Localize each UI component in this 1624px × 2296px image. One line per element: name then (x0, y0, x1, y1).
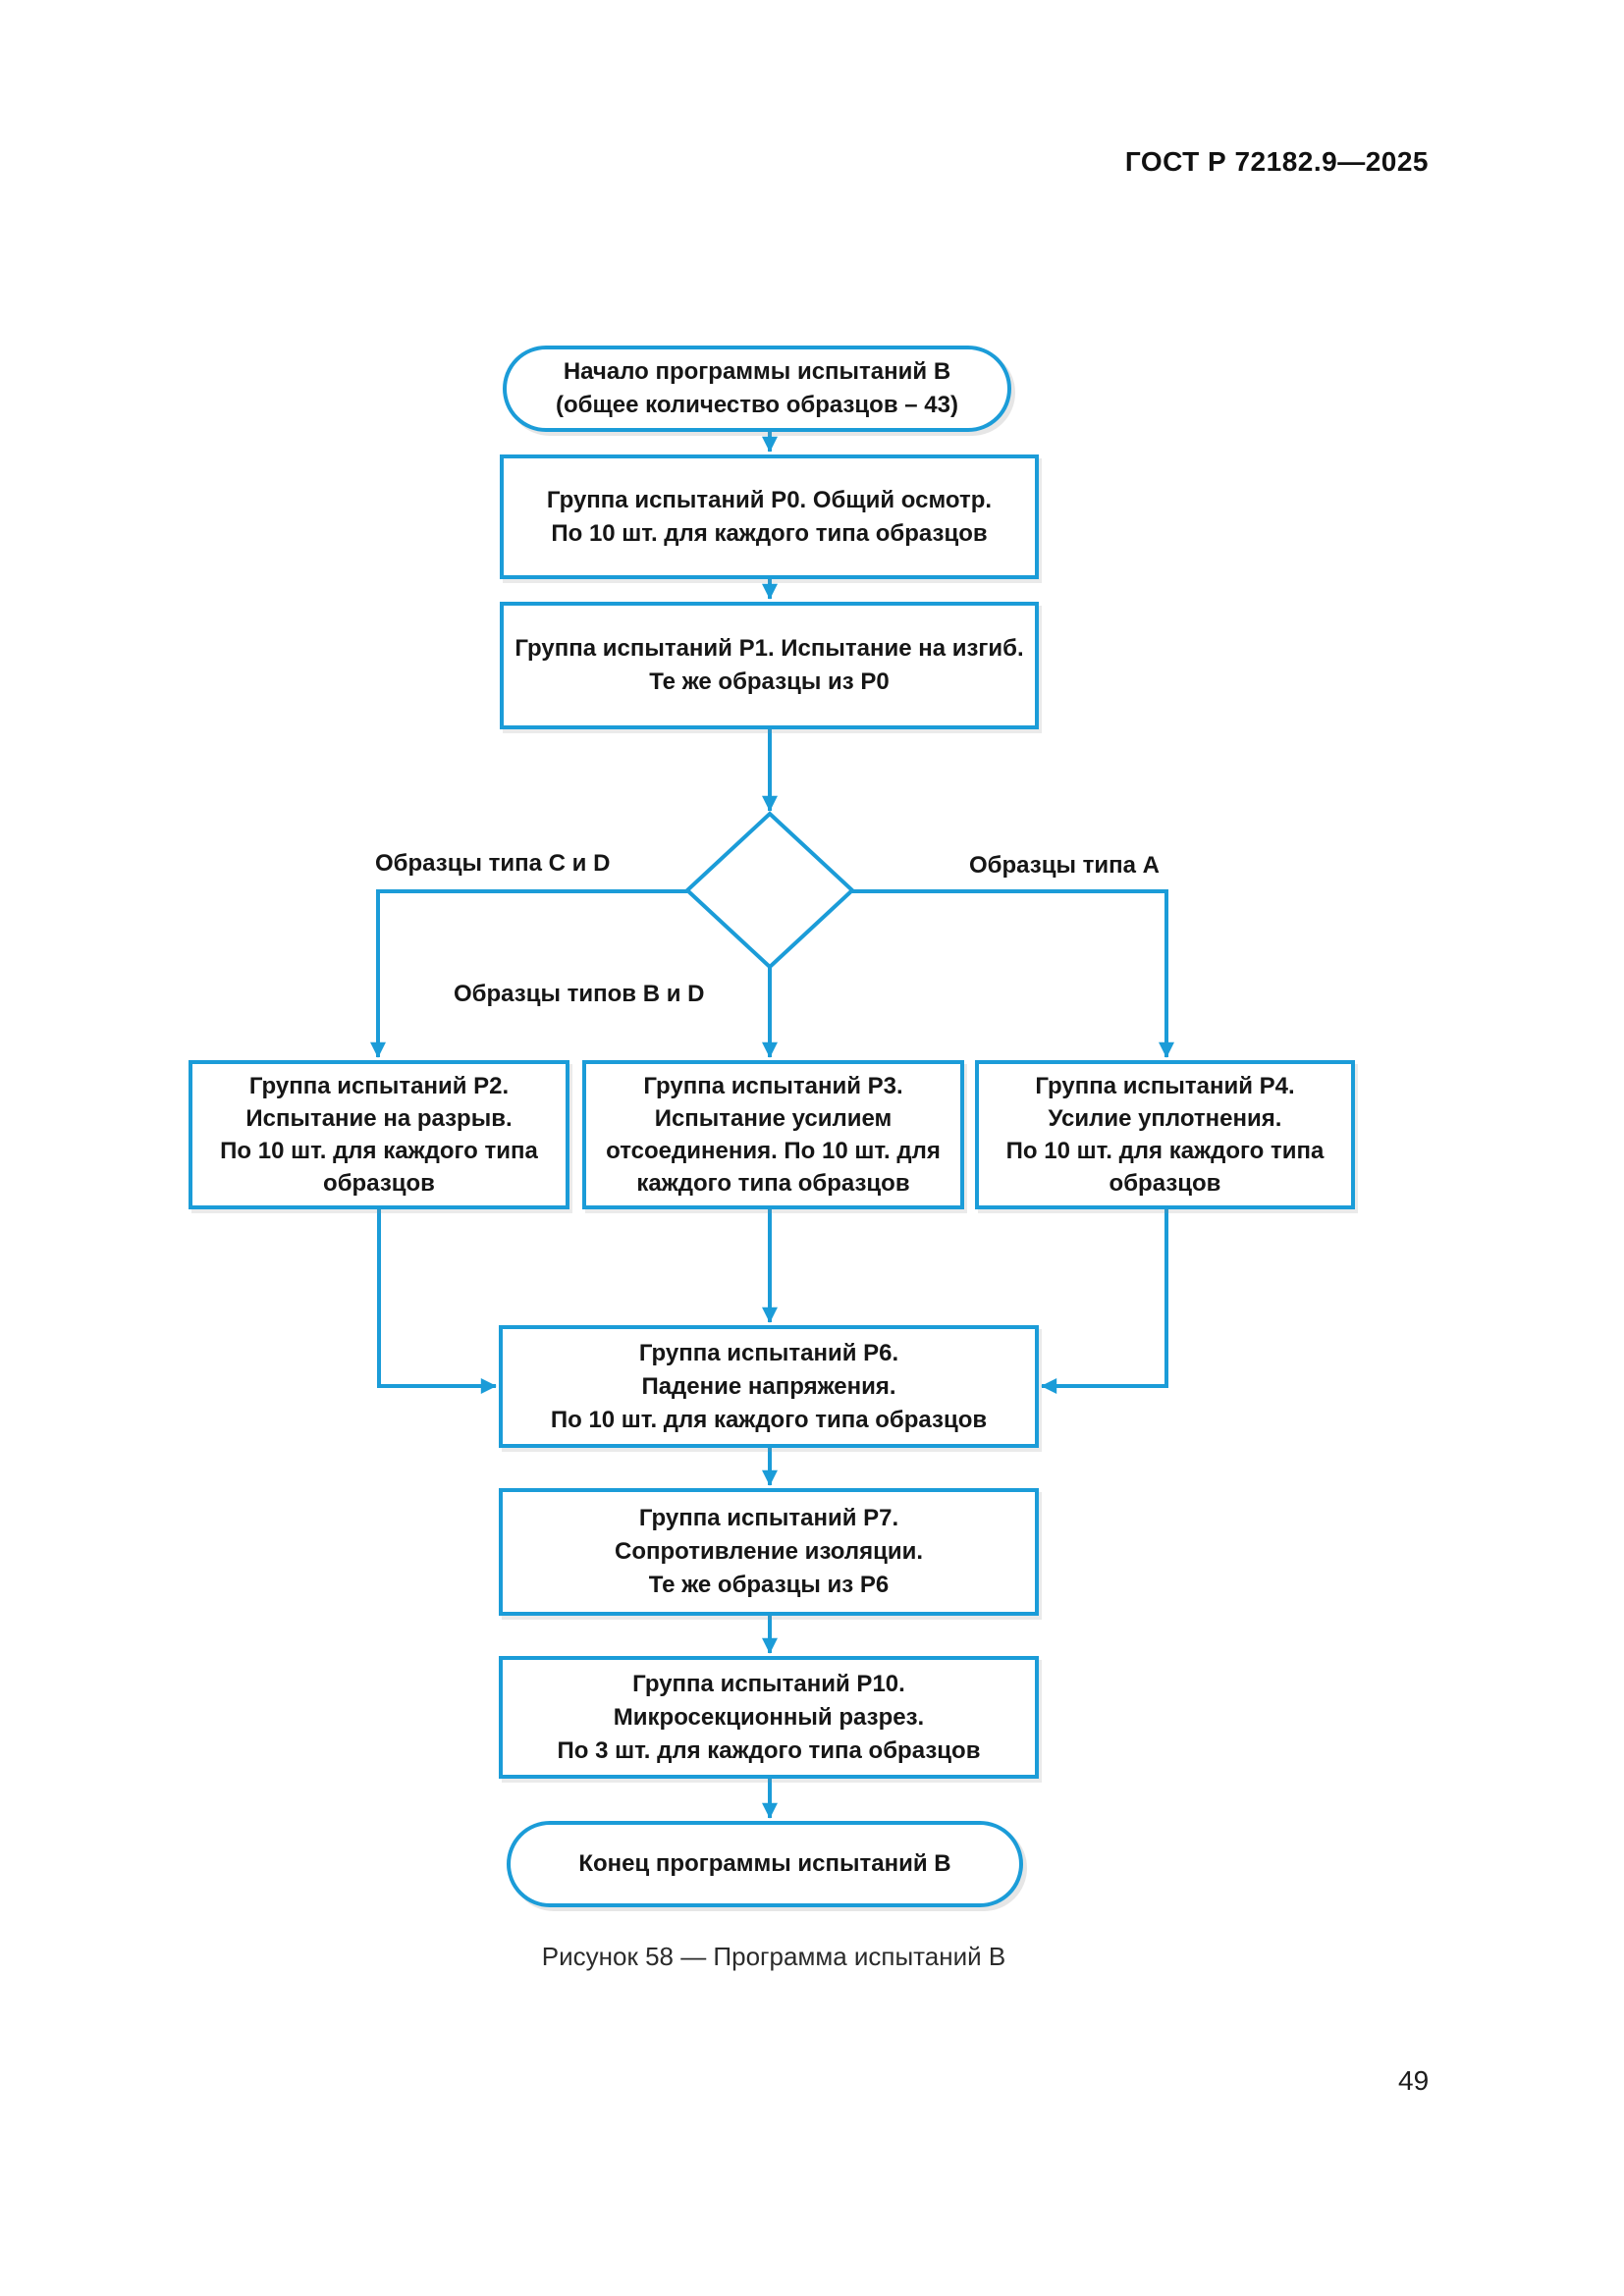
node-text-line: Испытание на разрыв. (245, 1105, 513, 1132)
node-text-line: По 10 шт. для каждого типа (1005, 1138, 1325, 1164)
edge-decision-p2 (370, 889, 687, 1058)
process-p6: Группа испытаний Р6. Падение напряжения.… (499, 1325, 1039, 1448)
figure-caption: Рисунок 58 — Программа испытаний В (541, 1942, 1006, 1971)
node-text-line: Микросекционный разрез. (613, 1703, 925, 1731)
edge-decision-p4 (852, 889, 1174, 1058)
node-text-line: отсоединения. По 10 шт. для (606, 1138, 941, 1164)
process-p3: Группа испытаний Р3. Испытание усилием о… (582, 1060, 964, 1209)
node-text-line: По 3 шт. для каждого типа образцов (557, 1736, 981, 1764)
node-text-line: Группа испытаний Р6. (638, 1339, 899, 1366)
decision-diamond (684, 811, 855, 970)
node-text-line: Группа испытаний Р4. (1035, 1073, 1295, 1099)
node-text-line: Падение напряжения. (641, 1372, 896, 1400)
branch-label-right: Образцы типа А (969, 852, 1160, 879)
node-text-line: (общее количество образцов – 43) (556, 392, 958, 418)
node-text-line: Те же образцы из Р0 (649, 668, 890, 695)
node-text-line: Усилие уплотнения. (1048, 1105, 1282, 1132)
process-p4: Группа испытаний Р4. Усилие уплотнения. … (975, 1060, 1355, 1209)
node-text-line: По 10 шт. для каждого типа образцов (551, 519, 988, 547)
branch-label-bottom: Образцы типов В и D (454, 981, 705, 1007)
document-header: ГОСТ Р 72182.9—2025 (1124, 146, 1429, 177)
node-text-line: По 10 шт. для каждого типа (220, 1138, 538, 1164)
node-text-line: каждого типа образцов (636, 1170, 910, 1197)
node-text-line: Сопротивление изоляции. (614, 1538, 924, 1565)
node-text-line: Группа испытаний Р10. (632, 1670, 905, 1697)
node-text-line: Испытание усилием (654, 1105, 893, 1132)
node-text-line: образцов (323, 1170, 435, 1197)
edge-p2-p6 (377, 1209, 497, 1394)
process-p1: Группа испытаний Р1. Испытание на изгиб.… (500, 602, 1039, 729)
node-text-line: Группа испытаний Р2. (248, 1073, 510, 1099)
process-p2: Группа испытаний Р2. Испытание на разрыв… (189, 1060, 569, 1209)
terminator-start: Начало программы испытаний В (общее коли… (503, 346, 1011, 432)
process-p0: Группа испытаний Р0. Общий осмотр. По 10… (500, 454, 1039, 579)
node-text-line: Группа испытаний Р1. Испытание на изгиб. (514, 635, 1024, 662)
node-text-line: Те же образцы из Р6 (648, 1572, 890, 1598)
node-text-line: Начало программы испытаний В (563, 358, 951, 385)
page-number: 49 (1398, 2065, 1430, 2096)
node-text-line: образцов (1109, 1170, 1221, 1197)
node-text-line: Группа испытаний Р7. (638, 1505, 899, 1531)
terminator-end: Конец программы испытаний В (507, 1821, 1023, 1907)
edge-p4-p6 (1041, 1209, 1168, 1394)
node-text-line: Конец программы испытаний В (578, 1850, 951, 1877)
branch-label-left: Образцы типа С и D (375, 850, 611, 877)
process-p10: Группа испытаний Р10. Микросекционный ра… (499, 1656, 1039, 1779)
node-text-line: Группа испытаний Р3. (643, 1073, 903, 1099)
node-text-line: По 10 шт. для каждого типа образцов (550, 1406, 988, 1433)
process-p7: Группа испытаний Р7. Сопротивление изоля… (499, 1488, 1039, 1616)
node-text-line: Группа испытаний Р0. Общий осмотр. (546, 486, 993, 513)
